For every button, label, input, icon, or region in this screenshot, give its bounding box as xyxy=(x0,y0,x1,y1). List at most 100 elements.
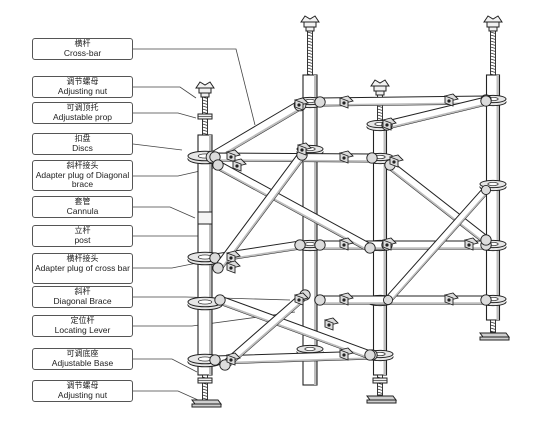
post-d-top-wing xyxy=(483,15,503,32)
screw-thread xyxy=(307,61,313,64)
screw-thread xyxy=(377,388,383,391)
bar-end-clamp xyxy=(364,349,376,361)
label-en: Adjustable prop xyxy=(52,111,113,122)
bar-shadow xyxy=(216,166,369,252)
clamp-pin xyxy=(342,101,346,105)
diagonal-brace-right-lower xyxy=(383,184,492,306)
label-cross-bar: 横杆 Cross-bar xyxy=(32,38,133,60)
label-cannula: 套管 Cannula xyxy=(32,196,133,218)
screw-thread xyxy=(377,105,383,108)
screw-thread xyxy=(307,67,313,70)
screw-thread xyxy=(307,58,313,61)
screw-thread xyxy=(202,129,208,132)
post-d-base-plate xyxy=(479,332,510,341)
bar-end-clamp xyxy=(314,294,326,306)
bar-end-clamp xyxy=(480,234,492,246)
wing-top xyxy=(483,15,503,23)
label-cn: 套管 xyxy=(74,197,91,206)
screw-thread xyxy=(490,61,496,64)
screw-thread xyxy=(490,43,496,46)
screw-thread xyxy=(202,126,208,129)
base-plate-top xyxy=(191,399,222,405)
post-d-bottom-screw xyxy=(490,319,496,333)
post-d xyxy=(485,74,501,321)
adapter-plug-4 xyxy=(294,97,309,111)
post-c-top-wing xyxy=(370,79,390,96)
wing-neck xyxy=(375,90,385,96)
bar-end-clamp xyxy=(212,262,224,274)
label-cn: 立杆 xyxy=(74,226,91,235)
screw-thread xyxy=(202,105,208,108)
leader-line xyxy=(133,390,199,401)
label-cn: 横杆接头 xyxy=(66,254,99,263)
label-cn: 可调底座 xyxy=(66,349,99,358)
bar-end-clamp xyxy=(212,159,224,171)
adapter-plug-9 xyxy=(339,95,354,109)
clamp-pin xyxy=(392,160,396,164)
screw-rod xyxy=(377,374,383,396)
post-a-top-nut xyxy=(197,113,213,120)
label-cn: 斜杆接头 xyxy=(66,161,99,170)
diagonal-brace-front-lower xyxy=(214,294,376,361)
post-b-top-wing xyxy=(300,15,320,32)
bar-shadow xyxy=(219,156,306,271)
leader-line xyxy=(133,206,196,219)
label-en: Adjusting nut xyxy=(57,85,108,96)
screw-thread xyxy=(307,31,313,34)
screw-thread xyxy=(307,37,313,40)
screw-thread xyxy=(202,123,208,126)
adapter-plug-13 xyxy=(382,237,397,251)
screw-thread xyxy=(490,52,496,55)
wing-body xyxy=(486,21,500,28)
adapter-plug-5 xyxy=(297,142,312,156)
bar-end-clamp xyxy=(214,294,226,306)
adapter-plug-11 xyxy=(339,292,354,306)
adapter-plug-15 xyxy=(339,347,354,361)
disc-hole xyxy=(304,347,316,351)
label-cn: 可调顶托 xyxy=(66,103,99,112)
bar-shadow xyxy=(215,357,373,364)
screw-thread xyxy=(202,397,208,400)
cross-bar-low-back xyxy=(314,294,492,306)
leader-line xyxy=(133,112,197,119)
adapter-plug-19 xyxy=(464,237,479,251)
wing-neck xyxy=(305,26,315,32)
post-a-base-plate xyxy=(191,399,222,408)
label-cn: 调节螺母 xyxy=(66,77,99,86)
bar-shadow xyxy=(215,247,301,262)
screw-thread xyxy=(377,108,383,111)
screw-thread xyxy=(490,31,496,34)
label-en: Adapter plug of Diagonal brace xyxy=(35,169,130,190)
screw-thread xyxy=(202,120,208,123)
bar-end-clamp xyxy=(366,152,378,164)
screw-thread xyxy=(377,117,383,120)
clamp-pin xyxy=(300,148,304,152)
wing-top xyxy=(300,15,320,23)
screw-thread xyxy=(202,102,208,105)
clamp-pin xyxy=(342,243,346,247)
bar-end-clamp xyxy=(480,95,492,107)
label-adjustable-base: 可调底座 Adjustable Base xyxy=(32,348,133,370)
clamp-pin xyxy=(235,164,239,168)
base-plate-top xyxy=(366,395,397,401)
screw-thread xyxy=(202,111,208,114)
label-en: Locating Lever xyxy=(54,324,111,335)
clamp-pin xyxy=(467,243,471,247)
adapter-plug-10 xyxy=(444,93,459,107)
label-en: post xyxy=(74,234,91,245)
leader-line xyxy=(133,86,197,99)
screw-thread xyxy=(490,55,496,58)
label-adjusting-nut-top: 调节螺母 Adjusting nut xyxy=(32,76,133,98)
label-adapter-plug-cross-bar: 横杆接头 Adapter plug of cross bar xyxy=(32,253,133,284)
diagonal-brace-front-upper xyxy=(212,159,376,254)
screw-thread xyxy=(490,330,496,333)
bar-shadow xyxy=(218,302,370,359)
label-en: Cannula xyxy=(66,205,99,216)
screw-thread xyxy=(307,52,313,55)
clamp-pin xyxy=(447,298,451,302)
label-cn: 斜杆 xyxy=(74,287,91,296)
base-plate-side xyxy=(366,399,397,404)
screw-thread xyxy=(377,111,383,114)
screw-thread xyxy=(202,132,208,135)
